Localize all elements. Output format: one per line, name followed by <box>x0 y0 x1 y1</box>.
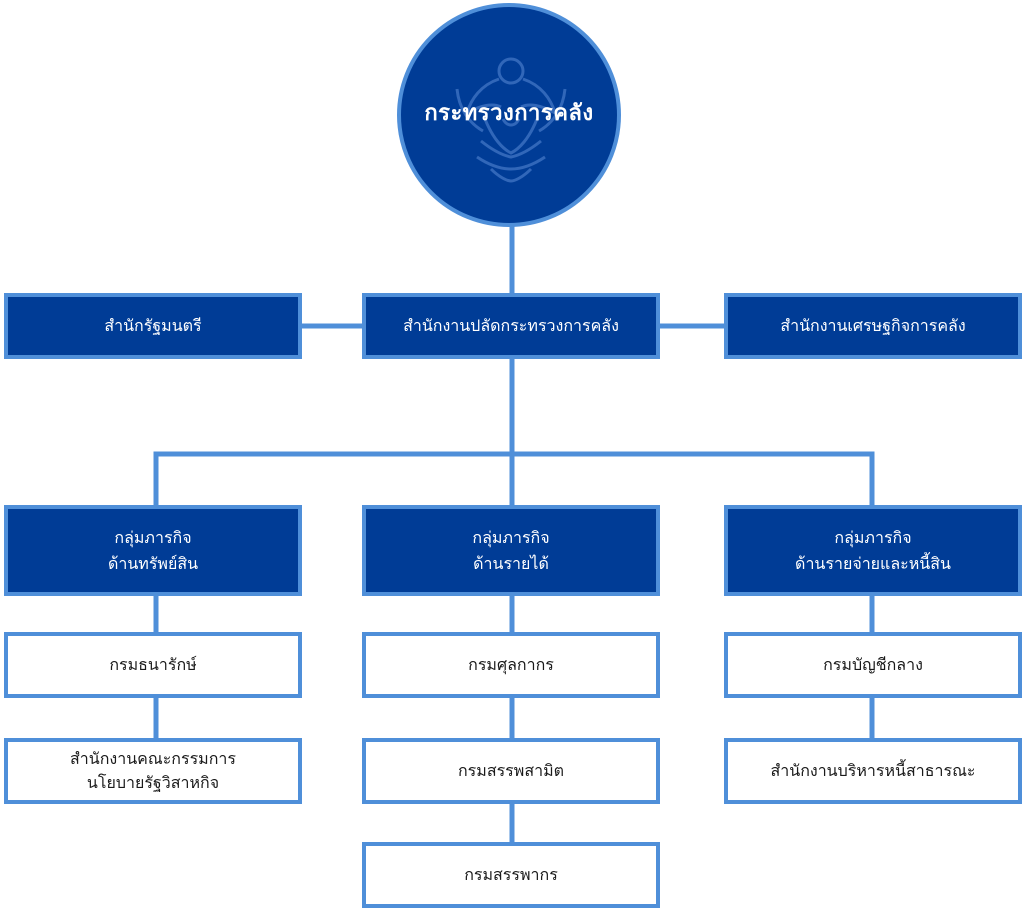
unit-label: กรมสรรพากร <box>464 865 558 884</box>
node-label: สำนักรัฐมนตรี <box>104 316 202 335</box>
unit-state-enterprise-policy-office: สำนักงานคณะกรรมการ นโยบายรัฐวิสาหกิจ <box>4 738 302 804</box>
group-label-line2: ด้านทรัพย์สิน <box>107 553 199 573</box>
node-label: สำนักงานเศรษฐกิจการคลัง <box>780 316 966 335</box>
group-label-line2: ด้านรายจ่ายและหนี้สิน <box>795 553 951 573</box>
unit-comptroller-general-department: กรมบัญชีกลาง <box>724 632 1022 698</box>
group-revenue: กลุ่มภารกิจ ด้านรายได้ <box>362 505 660 596</box>
unit-label: กรมสรรพสามิต <box>457 761 564 780</box>
unit-public-debt-management-office: สำนักงานบริหารหนี้สาธารณะ <box>724 738 1022 804</box>
group-label-line1: กลุ่มภารกิจ <box>114 527 192 547</box>
unit-label: กรมธนารักษ์ <box>109 655 197 674</box>
unit-label: กรมบัญชีกลาง <box>823 655 923 674</box>
garuda-emblem-icon <box>455 57 567 183</box>
node-permanent-secretary-office: สำนักงานปลัดกระทรวงการคลัง <box>362 293 660 359</box>
unit-label: สำนักงานบริหารหนี้สาธารณะ <box>770 761 976 780</box>
group-label-line1: กลุ่มภารกิจ <box>834 527 912 547</box>
unit-treasury-department: กรมธนารักษ์ <box>4 632 302 698</box>
unit-revenue-department: กรมสรรพากร <box>362 842 660 908</box>
root-title: กระทรวงการคลัง <box>424 100 594 126</box>
node-label: สำนักงานปลัดกระทรวงการคลัง <box>403 316 619 335</box>
unit-excise-department: กรมสรรพสามิต <box>362 738 660 804</box>
group-label-line1: กลุ่มภารกิจ <box>472 527 550 547</box>
group-assets: กลุ่มภารกิจ ด้านทรัพย์สิน <box>4 505 302 596</box>
node-fiscal-policy-office: สำนักงานเศรษฐกิจการคลัง <box>724 293 1022 359</box>
unit-customs-department: กรมศุลกากร <box>362 632 660 698</box>
group-expenditure-debt: กลุ่มภารกิจ ด้านรายจ่ายและหนี้สิน <box>724 505 1022 596</box>
unit-label: กรมศุลกากร <box>468 655 554 674</box>
unit-label-line2: นโยบายรัฐวิสาหกิจ <box>86 773 220 792</box>
unit-label-line1: สำนักงานคณะกรรมการ <box>70 749 236 768</box>
node-minister-office: สำนักรัฐมนตรี <box>4 293 302 359</box>
group-label-line2: ด้านรายได้ <box>473 553 549 573</box>
root-node-ministry: กระทรวงการคลัง <box>397 3 621 227</box>
